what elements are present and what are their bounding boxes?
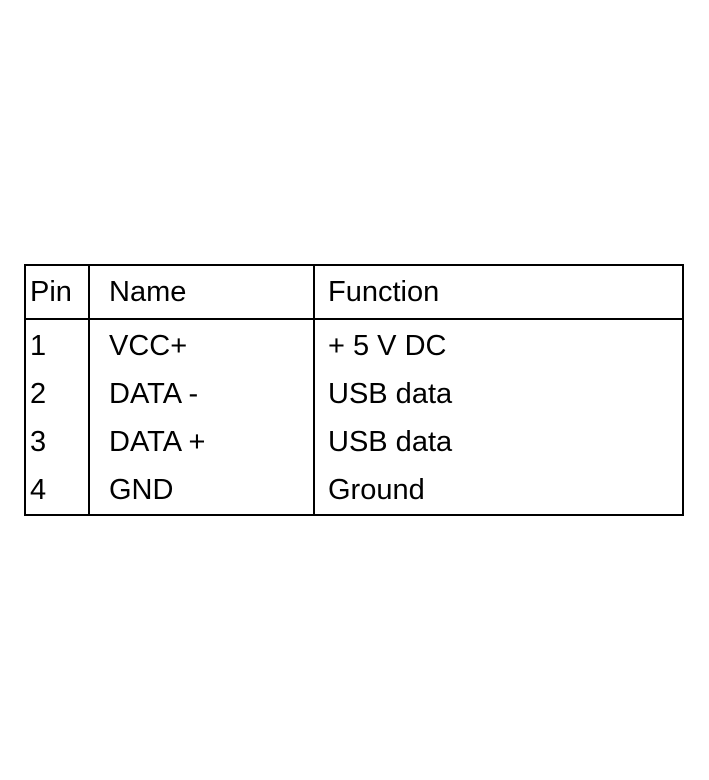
pin-function: USB data: [328, 378, 453, 410]
pin-function: + 5 V DC: [328, 330, 447, 362]
table-body-row: 1 2 3 4 VCC+ DATA - DATA + GND + 5 V DC …: [26, 320, 682, 514]
pin-name: DATA +: [109, 426, 206, 458]
table-header-row: Pin Name Function: [26, 266, 682, 320]
pin-function: Ground: [328, 474, 425, 506]
column-function-values: + 5 V DC USB data USB data Ground: [315, 320, 682, 514]
column-name-values: VCC+ DATA - DATA + GND: [90, 320, 315, 514]
pin-function: USB data: [328, 426, 453, 458]
pin-number: 4: [30, 474, 47, 506]
pin-name: VCC+: [109, 330, 188, 362]
pin-number: 3: [30, 426, 47, 458]
pin-number: 2: [30, 378, 47, 410]
pin-name: GND: [109, 474, 174, 506]
pin-name: DATA -: [109, 378, 199, 410]
usb-pinout-table: Pin Name Function 1 2 3 4 VCC+ DATA - DA…: [24, 264, 684, 516]
header-cell-pin: Pin: [26, 266, 90, 318]
column-pin-values: 1 2 3 4: [26, 320, 90, 514]
header-cell-name: Name: [90, 266, 315, 318]
pin-number: 1: [30, 330, 47, 362]
header-cell-function: Function: [328, 275, 440, 308]
